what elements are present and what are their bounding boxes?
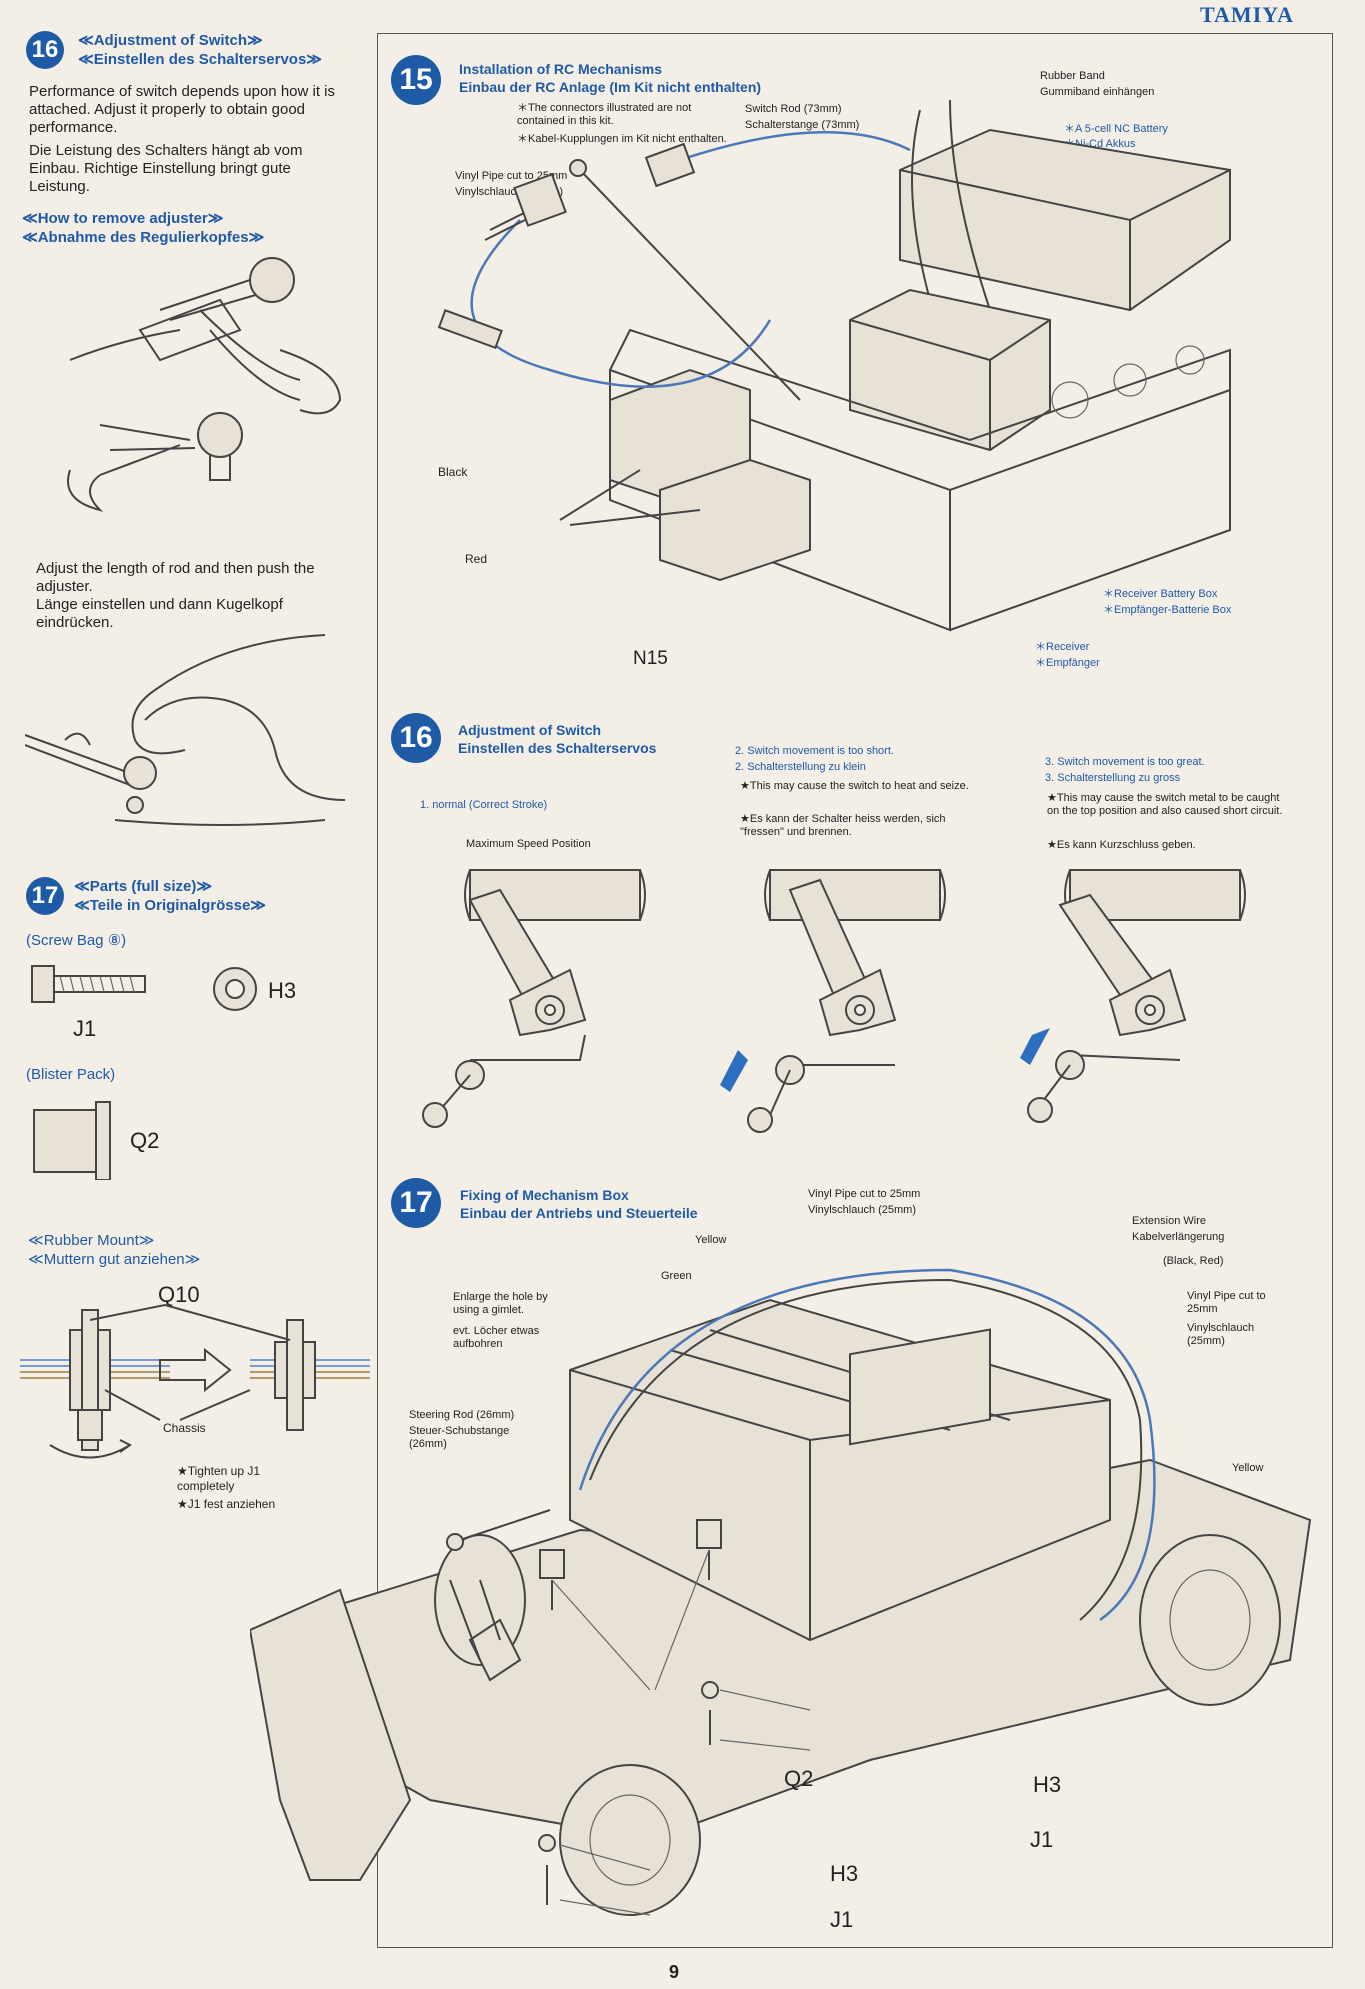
- switch-rod-de: Schalterstange (73mm): [745, 119, 860, 131]
- case3-en: 3. Switch movement is too great.: [1045, 756, 1205, 768]
- step16-left-text-en: Performance of switch depends upon how i…: [29, 83, 335, 136]
- case2-note-de: ★Es kann der Schalter heiss werden, sich…: [740, 813, 946, 838]
- step17-vinyl2-de: Vinylschlauch (25mm): [1187, 1322, 1255, 1347]
- switch-too-short-illustration: [720, 869, 946, 1133]
- enlarge-hole-de: evt. Löcher etwas aufbohren: [453, 1325, 540, 1350]
- step16-left-badge: 16: [26, 31, 64, 69]
- wire-red-label: Red: [465, 552, 488, 566]
- case3-note-de: ★Es kann Kurzschluss geben.: [1047, 839, 1196, 851]
- step17-vinyl-de: Vinylschlauch (25mm): [808, 1204, 917, 1216]
- h3-callout-right: H3: [1033, 1772, 1062, 1797]
- max-speed-label: Maximum Speed Position: [466, 838, 591, 850]
- blister-pack-label: (Blister Pack): [26, 1066, 116, 1083]
- rubber-band-en: Rubber Band: [1040, 70, 1105, 82]
- step16-left-text-de: Die Leistung des Schalters hängt ab vom …: [29, 142, 303, 195]
- case2-en: 2. Switch movement is too short.: [735, 745, 894, 757]
- main-frame: [377, 33, 1333, 1948]
- step15-title-de: Einbau der RC Anlage (Im Kit nicht entha…: [459, 79, 762, 95]
- step15-badge: 15: [391, 55, 441, 105]
- wire-green-label: Green: [661, 1270, 692, 1282]
- mechanism-box-illustration: [250, 1268, 1312, 1916]
- step16-left-title-de: ≪Einstellen des Schalterservos≫: [78, 51, 323, 68]
- receiver-en: ＊Receiver: [1035, 641, 1090, 653]
- h3-callout-bottom: H3: [830, 1861, 859, 1886]
- case2-de: 2. Schalterstellung zu klein: [735, 761, 866, 773]
- push-adjuster-illustration: [25, 634, 346, 826]
- rubber-mount-title-en: ≪Rubber Mount≫: [28, 1232, 155, 1249]
- remove-adjuster-illustration: [67, 257, 342, 512]
- wire-yellow-label: Yellow: [695, 1234, 727, 1246]
- rubber-mount-title-de: ≪Muttern gut anziehen≫: [28, 1251, 201, 1268]
- adjust-rod-text-en: Adjust the length of rod and then push t…: [36, 560, 315, 595]
- case3-note-en: ★This may cause the switch metal to be c…: [1047, 792, 1283, 817]
- chassis-label: Chassis: [163, 1421, 206, 1435]
- q2-callout: Q2: [784, 1766, 814, 1791]
- q2-label: Q2: [130, 1128, 160, 1153]
- battery-note-en: ＊A 5-cell NC Battery: [1064, 123, 1168, 135]
- case3-de: 3. Schalterstellung zu gross: [1045, 772, 1181, 784]
- step17-title-en: Fixing of Mechanism Box: [460, 1187, 629, 1203]
- q10-label: Q10: [158, 1282, 200, 1307]
- step17-vinyl-en: Vinyl Pipe cut to 25mm: [808, 1188, 921, 1200]
- extension-wire-de: Kabelverlängerung: [1132, 1231, 1225, 1243]
- case2-note-en: ★This may cause the switch to heat and s…: [740, 780, 969, 792]
- remove-adjuster-title-en: ≪How to remove adjuster≫: [22, 210, 224, 227]
- rubber-mount-illustration: [20, 1304, 370, 1459]
- screw-j1-illustration: [31, 965, 146, 1003]
- parts-title-en: ≪Parts (full size)≫: [74, 878, 213, 895]
- tighten-note-en: ★Tighten up J1 completely: [177, 1464, 261, 1493]
- step17-title-de: Einbau der Antriebs und Steuerteile: [460, 1205, 698, 1221]
- step17-badge: 17: [391, 1178, 441, 1228]
- extension-wire-colors: (Black, Red): [1163, 1255, 1224, 1267]
- enlarge-hole-en: Enlarge the hole by using a gimlet.: [453, 1291, 548, 1316]
- step17-vinyl2-en: Vinyl Pipe cut to 25mm: [1187, 1290, 1266, 1315]
- j1-callout-bottom: J1: [830, 1907, 854, 1932]
- step16-left-title-en: ≪Adjustment of Switch≫: [78, 32, 263, 49]
- collar-q2-illustration: [33, 1101, 111, 1180]
- receiver-battery-box-de: ＊Empfänger-Batterie Box: [1103, 604, 1232, 616]
- adjust-rod-text-de: Länge einstellen und dann Kugelkopf eind…: [36, 596, 283, 631]
- steering-rod-en: Steering Rod (26mm): [409, 1409, 515, 1421]
- step16-title-en: Adjustment of Switch: [458, 722, 602, 738]
- step15-note2: ＊Kabel-Kupplungen im Kit nicht enthalten…: [517, 133, 727, 145]
- n15-label: N15: [633, 648, 668, 669]
- step16-badge: 16: [391, 713, 441, 763]
- washer-h3-illustration: [213, 967, 257, 1011]
- remove-adjuster-title-de: ≪Abnahme des Regulierkopfes≫: [22, 229, 265, 246]
- extension-wire-en: Extension Wire: [1132, 1215, 1206, 1227]
- parts-title-de: ≪Teile in Originalgrösse≫: [74, 897, 267, 914]
- switch-too-great-illustration: [1020, 869, 1246, 1123]
- step17-left-badge: 17: [26, 877, 64, 915]
- step16-title-de: Einstellen des Schalterservos: [458, 740, 657, 756]
- steering-rod-de: Steuer-Schubstange (26mm): [409, 1425, 510, 1450]
- step15-note1: ＊The connectors illustrated are not cont…: [517, 102, 692, 127]
- step15-title-en: Installation of RC Mechanisms: [459, 61, 663, 77]
- screw-bag-label: (Screw Bag ⑧): [26, 932, 127, 949]
- h3-label: H3: [268, 978, 297, 1003]
- switch-normal-illustration: [422, 869, 646, 1128]
- j1-label: J1: [73, 1016, 97, 1041]
- wire-black-label: Black: [438, 465, 468, 479]
- brand-logo: TAMIYA: [1200, 2, 1295, 27]
- wire-yellow2-label: Yellow: [1232, 1462, 1264, 1474]
- case1-label: 1. normal (Correct Stroke): [420, 799, 548, 811]
- rc-mechanism-illustration: [437, 99, 1231, 632]
- tighten-note-de: ★J1 fest anziehen: [177, 1497, 276, 1511]
- receiver-de: ＊Empfänger: [1035, 657, 1100, 669]
- receiver-battery-box-en: ＊Receiver Battery Box: [1103, 588, 1218, 600]
- switch-rod-en: Switch Rod (73mm): [745, 103, 842, 115]
- page-number: 9: [669, 1962, 680, 1982]
- j1-callout-right: J1: [1030, 1827, 1054, 1852]
- rubber-band-de: Gummiband einhängen: [1040, 86, 1155, 98]
